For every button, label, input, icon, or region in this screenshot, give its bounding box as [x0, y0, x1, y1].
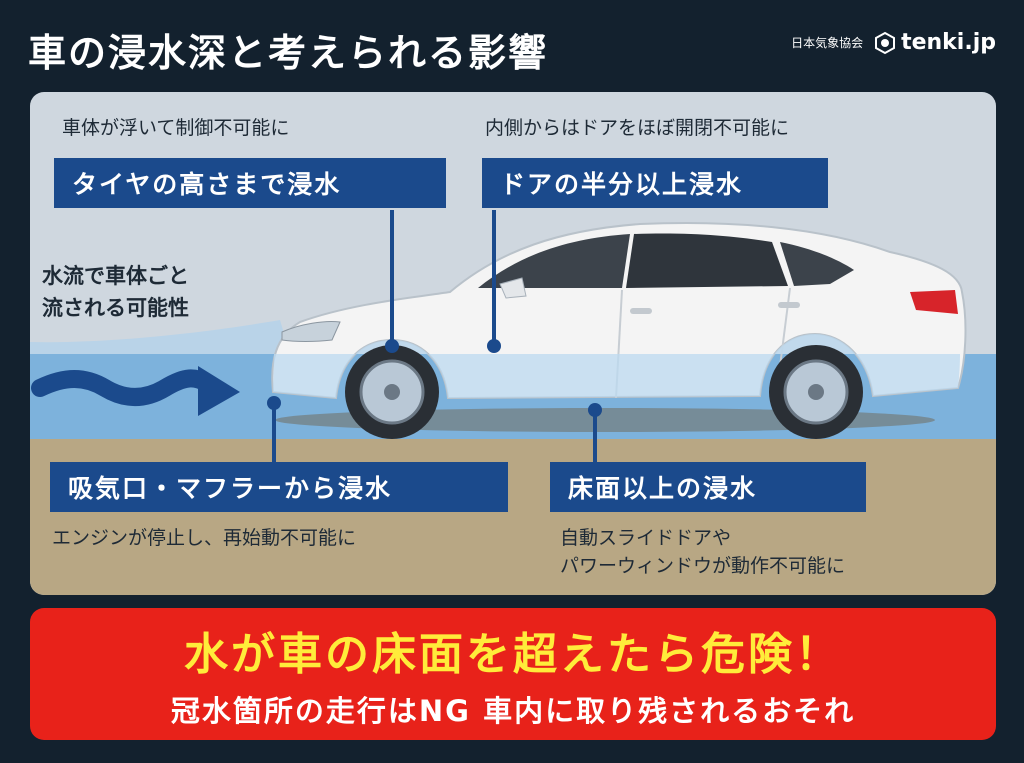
flood-scene	[30, 210, 996, 595]
org-name: 日本気象協会	[791, 36, 864, 50]
tire-level-label: タイヤの高さまで浸水	[54, 158, 446, 208]
diagram-panel: 水流で車体ごと 流される可能性 車体が浮いて制御不可能に タイヤの高さまで浸水 …	[30, 92, 996, 595]
tire-level-effect: 車体が浮いて制御不可能に	[62, 117, 290, 139]
floor-level-effect: 自動スライドドアや パワーウィンドウが動作不可能に	[560, 524, 845, 580]
floor-level-label: 床面以上の浸水	[550, 462, 866, 512]
flow-note-line: 流される可能性	[42, 296, 189, 320]
rear-wheel	[769, 345, 863, 439]
warning-banner: 水が車の床面を超えたら危険！ 冠水箇所の走行はNG 車内に取り残されるおそれ	[30, 608, 996, 740]
door-level-effect: 内側からはドアをほぼ開閉不可能に	[485, 117, 790, 139]
floor-level-effect-line: 自動スライドドアや	[560, 527, 732, 549]
page-title: 車の浸水深と考えられる影響	[28, 31, 549, 75]
front-wheel	[345, 345, 439, 439]
door-level-label: ドアの半分以上浸水	[482, 158, 828, 208]
brand-logo: tenki.jp	[873, 30, 996, 55]
intake-level-label: 吸気口・マフラーから浸水	[50, 462, 508, 512]
leader-dots	[267, 339, 602, 417]
logo-text: tenki.jp	[901, 30, 996, 55]
brand: 日本気象協会 tenki.jp	[791, 30, 996, 55]
water-splash	[30, 320, 290, 354]
warning-main: 水が車の床面を超えたら危険！	[184, 629, 842, 680]
intake-level-effect: エンジンが停止し、再始動不可能に	[52, 527, 357, 549]
car	[271, 221, 967, 439]
flow-note-line: 水流で車体ごと	[42, 264, 189, 288]
flow-note: 水流で車体ごと 流される可能性	[42, 260, 189, 324]
car-shadow	[275, 408, 935, 432]
leader-lines	[272, 210, 597, 462]
floor-level-effect-line: パワーウィンドウが動作不可能に	[560, 555, 846, 577]
warning-sub: 冠水箇所の走行はNG 車内に取り残されるおそれ	[170, 694, 856, 728]
water-flow-arrow	[31, 366, 240, 416]
sun-icon	[875, 31, 896, 54]
